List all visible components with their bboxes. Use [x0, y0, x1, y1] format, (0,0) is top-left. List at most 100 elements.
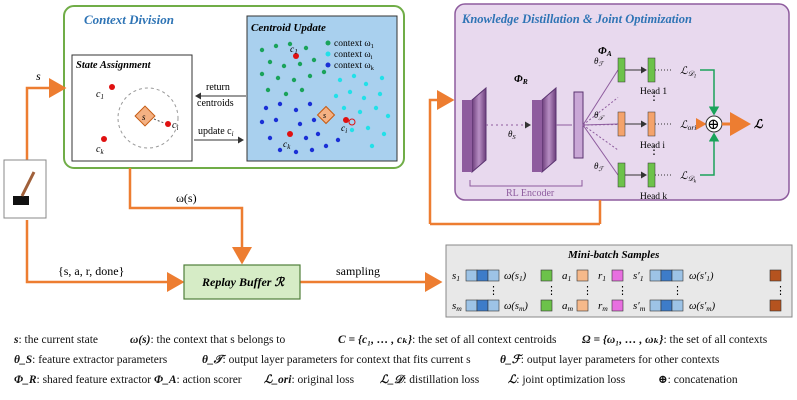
head-ellipsis: ⋮ [648, 143, 660, 157]
cluster-point [307, 73, 313, 79]
return-label: return [206, 82, 230, 93]
cu-state-diamond [316, 105, 336, 125]
head-connector-minor [582, 124, 619, 126]
mb-next-state-label: s′m [633, 300, 646, 313]
mb-next-state-vector [649, 269, 662, 282]
cu-centroid-c1 [293, 53, 299, 59]
legend-item-l-ori: ℒ_ori: original loss [264, 374, 355, 386]
mb-action-label: a1 [562, 270, 572, 283]
knowledge-title: Knowledge Distillation & Joint Optimizat… [461, 12, 692, 26]
flow-lines [25, 78, 455, 292]
legend-dot [325, 62, 331, 68]
centroid-ci-label: ci [172, 120, 178, 132]
mb-action-label: am [562, 300, 574, 313]
head-label: Head 1 [640, 87, 667, 97]
pole [20, 171, 36, 197]
centroid-update-title: Centroid Update [251, 22, 326, 34]
legend-item-contexts: Ω = {ω₁, … , ωₖ}: the set of all context… [582, 334, 768, 346]
cluster-point [335, 137, 341, 143]
total-loss-label: ℒ [754, 117, 764, 131]
mb-ellipsis: ⋮ [582, 285, 593, 297]
head-label: Head i [640, 141, 665, 151]
legend-item-theta-s: θ_S: feature extractor parameters [14, 354, 168, 366]
centroid-legend-label: context ωk [334, 61, 375, 72]
flow-tuple-label: {s, a, r, done} [58, 264, 124, 278]
cluster-point [323, 143, 329, 149]
cluster-point [373, 105, 379, 111]
legend-item-phi-a: Φ_A: action scorer [154, 374, 242, 386]
cluster-point [275, 75, 281, 81]
centroid-ck-dot [101, 136, 107, 142]
head-loss-label: ℒ𝒟k [680, 171, 697, 185]
cu-centroid-ck [287, 131, 293, 137]
centroid-ci-dot [165, 121, 171, 127]
rl-encoder-label: RL Encoder [506, 188, 555, 199]
cluster-point [303, 45, 309, 51]
cluster-point [349, 127, 355, 133]
encoder-layer-2-face [532, 100, 542, 172]
flow-s-label: s [36, 69, 41, 83]
cluster-point [377, 91, 383, 97]
legend-item-centroids: C = {c₁, … , cₖ}: the set of all context… [338, 334, 557, 346]
cluster-point [267, 59, 273, 65]
head-loss-label: ℒ𝒟1 [680, 66, 697, 80]
mb-action-cell [576, 269, 589, 282]
mb-state-vector [476, 269, 489, 282]
mb-ellipsis: ⋮ [488, 285, 499, 297]
cluster-point [281, 63, 287, 69]
centroid-update-box [246, 15, 398, 162]
head-loss-label: ℒori [680, 120, 696, 132]
cluster-point [337, 77, 343, 83]
state-diamond [134, 105, 156, 127]
cluster-point [361, 95, 367, 101]
theta-s-label: θS [508, 129, 516, 141]
cluster-point [303, 135, 309, 141]
mb-reward-label: r1 [598, 270, 606, 283]
state-diamond-label: s [142, 112, 146, 122]
head-output [647, 111, 656, 137]
cluster-point [307, 101, 313, 107]
mb-ellipsis: ⋮ [775, 285, 786, 297]
mb-reward-cell [611, 299, 624, 312]
cluster-point [277, 101, 283, 107]
cluster-point [267, 135, 273, 141]
cluster-point [381, 131, 387, 137]
mb-state-vector [465, 269, 478, 282]
centroid-ck-label: ck [96, 144, 104, 156]
cluster-point [259, 47, 265, 53]
cluster-point [273, 43, 279, 49]
cart-body [13, 196, 29, 205]
state-assignment-box [71, 54, 193, 162]
cluster-point [333, 93, 339, 99]
cu-centroid-ci-new [348, 118, 356, 126]
mb-state-vector [465, 299, 478, 312]
centroid-legend-label: context ωi [334, 50, 373, 61]
cluster-point [309, 147, 315, 153]
cu-state-label: s [323, 111, 326, 120]
update-label: update ci [198, 126, 234, 138]
mb-omega-label: ω(sm) [504, 301, 528, 313]
legend-item-phi-r: Φ_R: shared feature extractor [14, 374, 152, 386]
mb-next-state-vector [671, 269, 684, 282]
legend-item-omega: ω(s): the context that s belongs to [130, 334, 286, 346]
mb-ellipsis: ⋮ [546, 285, 557, 297]
cluster-point [363, 81, 369, 87]
cluster-point [311, 117, 317, 123]
head-layer [617, 162, 626, 188]
mb-state-vector [487, 269, 500, 282]
mb-next-state-vector [660, 299, 673, 312]
cluster-point [293, 149, 299, 155]
loss-arrow [700, 69, 720, 116]
head-connector-minor [582, 124, 619, 151]
head-theta-label: θℱ [594, 161, 604, 173]
replay-buffer [183, 264, 301, 300]
cluster-point [315, 131, 321, 137]
mb-omega-cell [540, 269, 553, 282]
cluster-point [283, 91, 289, 97]
head-connector [582, 124, 619, 176]
mb-omega-cell [540, 299, 553, 312]
legend-item-s: s: the current state [14, 334, 98, 346]
